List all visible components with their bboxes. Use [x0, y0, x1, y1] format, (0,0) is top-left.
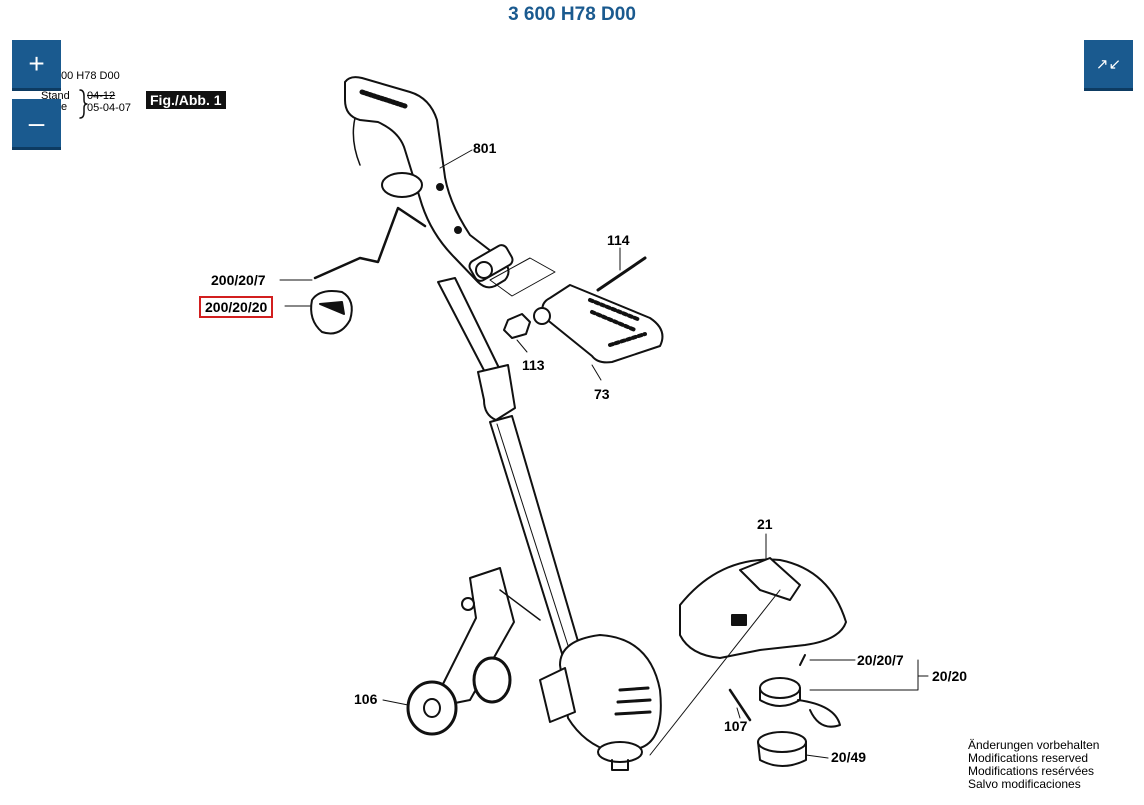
stand-label: Stand: [41, 90, 70, 102]
part-number: 00 H78 D00: [61, 70, 120, 82]
label-114: 114: [607, 232, 630, 248]
stand-new: 05-04-07: [87, 102, 132, 114]
zoom-out-button[interactable]: –: [12, 99, 61, 150]
label-107: 107: [724, 718, 748, 734]
blade-guard-small: [310, 206, 427, 335]
main-handle: [344, 76, 514, 289]
note-es: Salvo modificaciones: [968, 777, 1081, 791]
note-en: Modifications reserved: [968, 751, 1089, 765]
guard-21: [679, 557, 847, 659]
edition-label: e: [61, 101, 68, 113]
spool-parts: [728, 654, 841, 767]
shaft: [437, 277, 583, 661]
label-21: 21: [757, 516, 773, 532]
label-801: 801: [473, 140, 497, 156]
leader-lines: [279, 149, 929, 759]
zoom-in-button[interactable]: +: [12, 40, 61, 91]
note-de: Änderungen vorbehalten: [968, 738, 1100, 752]
label-73: 73: [594, 386, 610, 402]
diagram-title: 3 600 H78 D00: [508, 4, 636, 25]
label-20-49: 20/49: [831, 749, 867, 765]
label-20-20-7: 20/20/7: [857, 652, 904, 668]
label-106: 106: [354, 691, 378, 707]
stand-old: 04-12: [87, 90, 116, 102]
note-fr: Modifications resérvées: [968, 764, 1095, 778]
label-20-20: 20/20: [932, 668, 968, 684]
motor-housing: [539, 634, 662, 771]
modification-notes: Änderungen vorbehalten Modifications res…: [968, 739, 1099, 791]
wheel-unit: [406, 567, 541, 736]
aux-handle: [489, 256, 664, 364]
label-200-20-20[interactable]: 200/20/20: [199, 296, 274, 318]
header-brace: [79, 89, 88, 119]
collapse-button[interactable]: ↗↙: [1084, 40, 1133, 91]
label-200-20-7: 200/20/7: [211, 272, 266, 288]
fig-label: Fig./Abb. 1: [146, 91, 226, 109]
label-113: 113: [522, 357, 545, 373]
